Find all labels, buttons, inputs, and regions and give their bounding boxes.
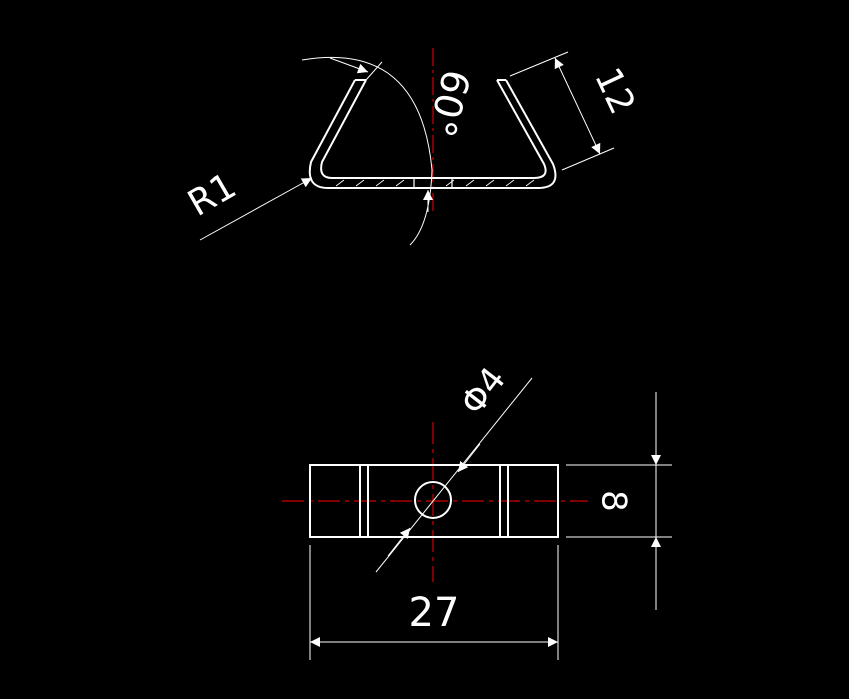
height-ext-bottom <box>561 147 615 171</box>
angle-label: 60° <box>419 65 479 141</box>
angle-arrow-top <box>329 57 369 74</box>
angle-dimension-arc <box>301 56 433 246</box>
height-ext-top <box>509 51 569 77</box>
height-label-bottom: 8 <box>594 490 634 512</box>
angle-ext-line <box>365 61 383 81</box>
height-label-top: 12 <box>586 62 643 121</box>
hole-diameter-label: Φ4 <box>453 360 514 423</box>
hole-dim-leader <box>375 377 533 573</box>
radius-label: R1 <box>181 165 243 224</box>
width-label: 27 <box>409 590 460 636</box>
hole-arrow-top <box>457 443 481 473</box>
top-view: 60° R1 12 <box>181 48 643 246</box>
hole-arrow-bottom <box>387 527 411 557</box>
clip-profile-outer <box>308 79 557 189</box>
bottom-view: Φ4 8 27 <box>282 360 672 660</box>
section-hatching <box>335 179 535 187</box>
plate-outline <box>309 464 559 538</box>
clip-profile-inner <box>320 79 547 179</box>
hole-circle <box>414 481 452 519</box>
height-dim-line <box>554 57 601 155</box>
radius-leader <box>199 177 313 241</box>
